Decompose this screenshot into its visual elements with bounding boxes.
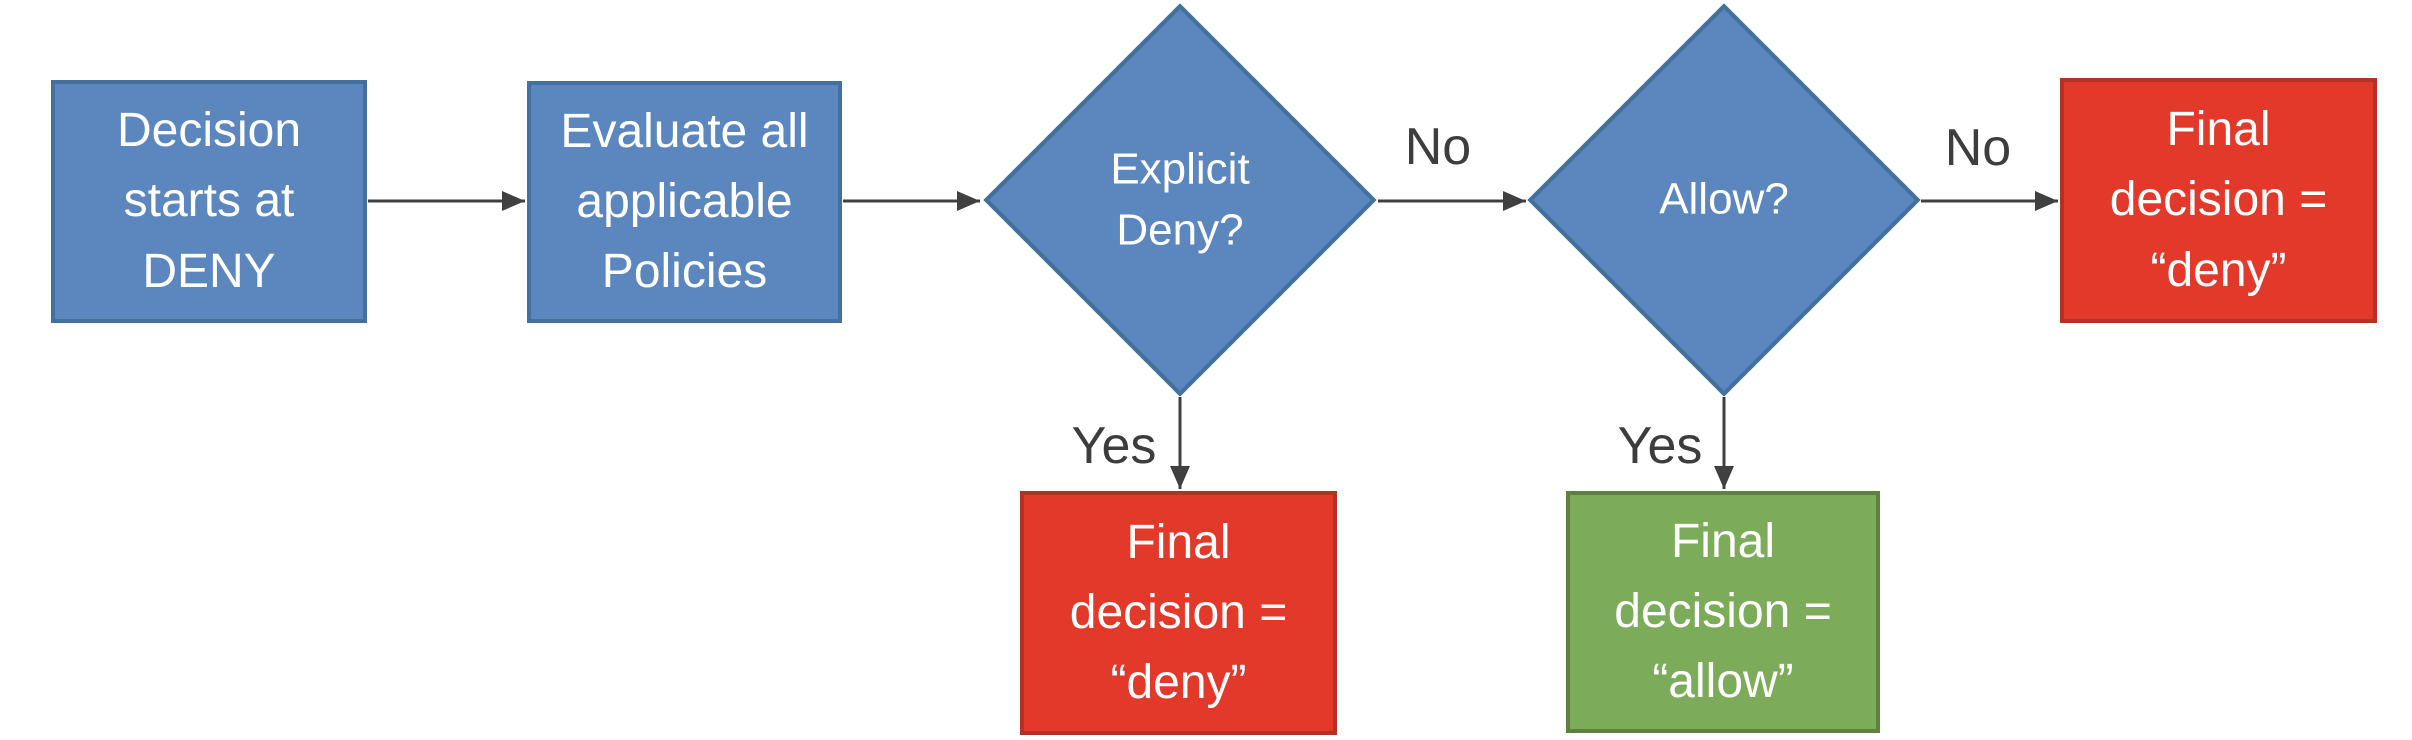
evaluate-policies-label: Evaluate all applicable Policies [560,104,809,299]
edge-label-yes-explicit-deny: Yes [1071,417,1157,475]
explicit-deny-decision-label: Explicit Deny? [1110,144,1250,254]
evaluate-policies-node: Evaluate all applicable Policies [527,81,842,323]
edge-label-no-allow: No [1944,119,2012,177]
start-node-label: Decision starts at DENY [116,104,302,298]
final-allow-label: Final decision = “allow” [1614,514,1832,709]
edge-label-no-explicit-deny: No [1404,118,1472,176]
allow-decision-label: Allow? [1659,174,1789,224]
final-deny-node-right: Final decision = “deny” [2060,78,2377,323]
final-allow-node: Final decision = “allow” [1566,491,1880,733]
final-deny-right-label: Final decision = “deny” [2109,103,2328,297]
start-node: Decision starts at DENY [51,80,367,323]
final-deny-node-bottom: Final decision = “deny” [1020,491,1337,735]
final-deny-bottom-label: Final decision = “deny” [1069,515,1288,710]
edge-label-yes-allow: Yes [1617,417,1703,475]
